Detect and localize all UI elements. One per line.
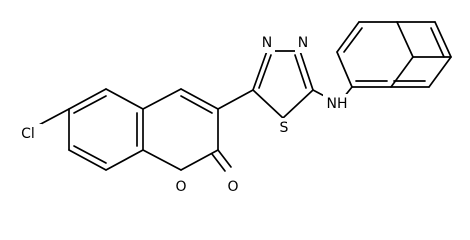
svg-text:N: N bbox=[298, 35, 308, 51]
chemical-structure-diagram: Cl O O S N N NH bbox=[14, 21, 452, 198]
svg-text:O: O bbox=[227, 179, 238, 195]
coumarin-benzo-ring bbox=[68, 88, 144, 171]
bond-coumarin-thiadiazole bbox=[217, 89, 254, 110]
svg-text:S: S bbox=[280, 120, 289, 136]
atom-label-ring-oxygen: O bbox=[173, 178, 189, 198]
bond-cl-c6 bbox=[36, 108, 70, 127]
atom-label-amine: NH bbox=[323, 94, 351, 114]
svg-text:NH: NH bbox=[327, 96, 348, 112]
atom-label-nitrogen-upper: N bbox=[259, 33, 275, 53]
naphthalene-ring-b bbox=[390, 21, 452, 88]
svg-text:Cl: Cl bbox=[21, 126, 35, 142]
structure-canvas: Cl O O S N N NH bbox=[14, 21, 452, 198]
atom-label-cl: Cl bbox=[14, 124, 42, 144]
thiadiazole-ring bbox=[252, 50, 314, 119]
atom-label-nitrogen-right: N bbox=[295, 33, 311, 53]
naphthalene-ring-a bbox=[336, 21, 414, 88]
atom-label-carbonyl-oxygen: O bbox=[225, 178, 241, 198]
coumarin-pyranone-ring bbox=[142, 88, 219, 171]
carbonyl-bond bbox=[211, 149, 232, 172]
svg-text:N: N bbox=[262, 35, 272, 51]
atom-label-sulfur: S bbox=[276, 118, 292, 138]
svg-text:O: O bbox=[175, 179, 186, 195]
